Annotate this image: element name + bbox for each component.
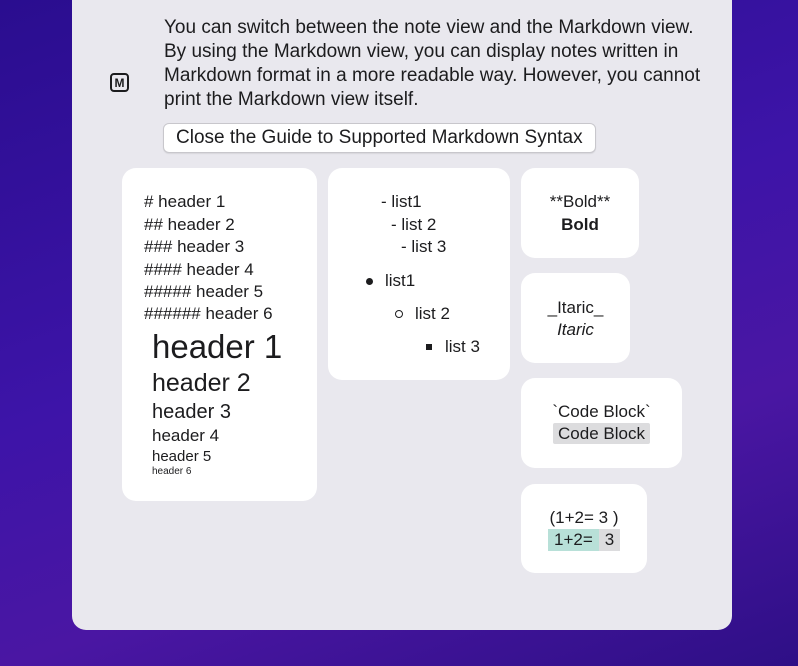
bold-rendered: Bold — [561, 215, 599, 234]
circle-bullet-icon — [395, 310, 403, 318]
math-syntax: (1+2= 3 ) — [549, 508, 619, 527]
italic-syntax: _Itaric_ — [547, 298, 604, 317]
list-syntax-3: - list 3 — [401, 237, 447, 256]
code-syntax: `Code Block` — [552, 402, 651, 421]
disc-bullet-icon — [366, 278, 373, 285]
header-syntax-4: #### header 4 — [144, 260, 254, 279]
italic-rendered: Itaric — [557, 320, 594, 339]
math-rendered-wrap: 1+2=3 — [548, 529, 621, 551]
rendered-header-1: header 1 — [152, 328, 283, 365]
code-rendered-wrap: Code Block — [521, 423, 682, 444]
rendered-header-3: header 3 — [152, 401, 231, 423]
header-syntax-2: ## header 2 — [144, 215, 235, 234]
rendered-list-item-1: list1 — [385, 271, 416, 290]
guide-description: You can switch between the note view and… — [164, 17, 701, 110]
header-syntax-6: ###### header 6 — [144, 304, 273, 323]
markdown-icon-letter: M — [114, 75, 125, 90]
italic-card: _Itaric_ Itaric — [521, 273, 630, 363]
math-rendered-expression: 1+2= — [548, 529, 599, 551]
list-syntax-2: - list 2 — [391, 215, 437, 234]
math-card: (1+2= 3 ) 1+2=3 — [521, 484, 647, 573]
math-rendered-result: 3 — [598, 529, 621, 551]
header-syntax-3: ### header 3 — [144, 237, 245, 256]
rendered-header-5: header 5 — [152, 448, 212, 465]
bold-card: **Bold** Bold — [521, 168, 639, 258]
code-rendered: Code Block — [553, 423, 650, 444]
headers-card: # header 1 ## header 2 ### header 3 ####… — [122, 168, 317, 501]
header-syntax-1: # header 1 — [144, 192, 226, 211]
rendered-list-item-3: list 3 — [445, 337, 480, 356]
rendered-header-6: header 6 — [152, 466, 192, 477]
square-bullet-icon — [426, 344, 432, 350]
code-card: `Code Block` Code Block — [521, 378, 682, 468]
close-guide-button[interactable]: Close the Guide to Supported Markdown Sy… — [163, 123, 596, 153]
rendered-header-4: header 4 — [152, 426, 220, 445]
rendered-list-item-2: list 2 — [415, 304, 450, 323]
markdown-icon: M — [110, 73, 129, 92]
bold-syntax: **Bold** — [549, 192, 611, 211]
header-syntax-5: ##### header 5 — [144, 282, 264, 301]
list-syntax-1: - list1 — [381, 192, 422, 211]
rendered-header-2: header 2 — [152, 369, 251, 397]
lists-card: - list1 - list 2 - list 3 list1 list 2 l… — [328, 168, 510, 380]
